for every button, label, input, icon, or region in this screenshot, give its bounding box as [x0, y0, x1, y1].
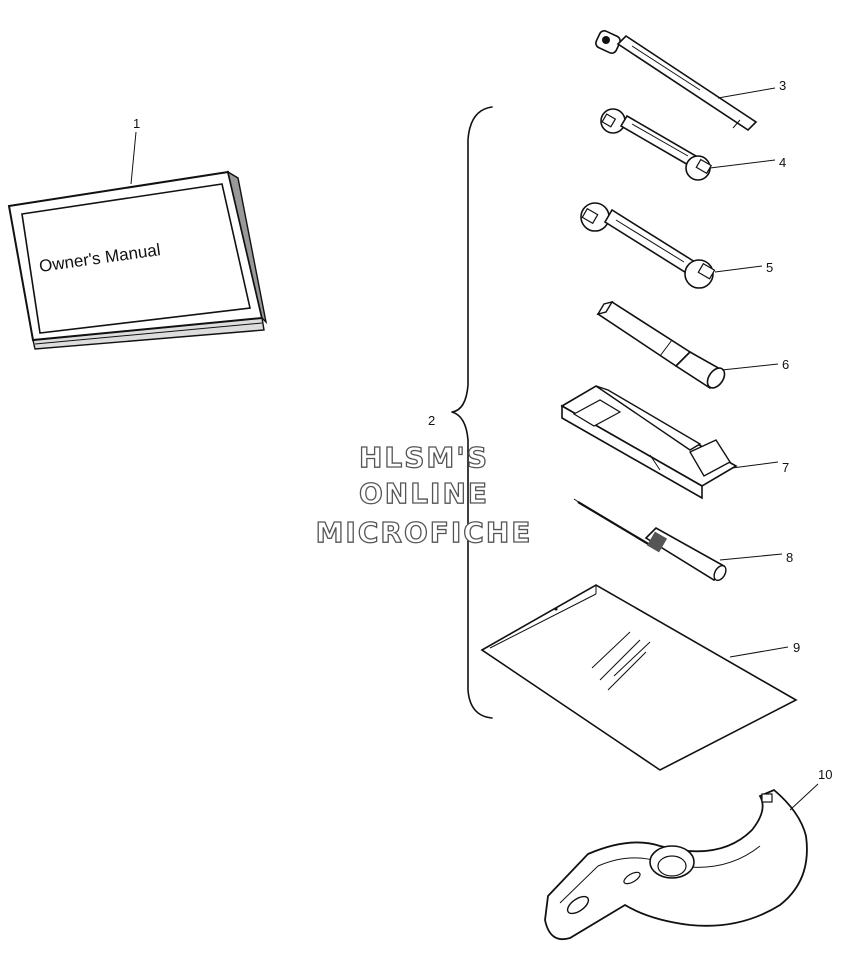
callout-4: 4 [779, 155, 786, 170]
callout-10: 10 [818, 767, 832, 782]
callout-3: 3 [779, 78, 786, 93]
callout-7: 7 [782, 460, 789, 475]
callout-8: 8 [786, 550, 793, 565]
spark-plug-socket [596, 300, 726, 390]
callout-9: 9 [793, 640, 800, 655]
watermark-line-3: MICROFICHE [316, 516, 533, 549]
leader-4 [709, 159, 776, 169]
leader-8 [719, 553, 783, 561]
large-wrench [580, 202, 716, 289]
tool-bag [480, 584, 798, 771]
leader-9 [729, 646, 789, 658]
toolkit-brace [451, 106, 493, 719]
screwdriver [573, 498, 727, 582]
small-wrench [600, 108, 713, 181]
callout-5: 5 [766, 260, 773, 275]
leader-1 [130, 131, 137, 185]
leader-3 [717, 87, 776, 99]
watermark-line-1: HLSM'S [359, 441, 489, 474]
callout-6: 6 [782, 357, 789, 372]
leader-7 [731, 461, 779, 469]
mounting-bracket [544, 788, 808, 941]
callout-2: 2 [428, 413, 435, 428]
callout-1: 1 [133, 116, 140, 131]
watermark: HLSM'S ONLINE MICROFICHE [315, 440, 533, 549]
socket-wrench [595, 30, 758, 132]
owners-manual: Owner's Manual [7, 170, 268, 350]
bracket-tool [560, 385, 738, 500]
leader-10 [789, 783, 819, 811]
leader-6 [721, 363, 779, 371]
watermark-line-2: ONLINE [359, 477, 489, 510]
leader-5 [714, 265, 763, 273]
